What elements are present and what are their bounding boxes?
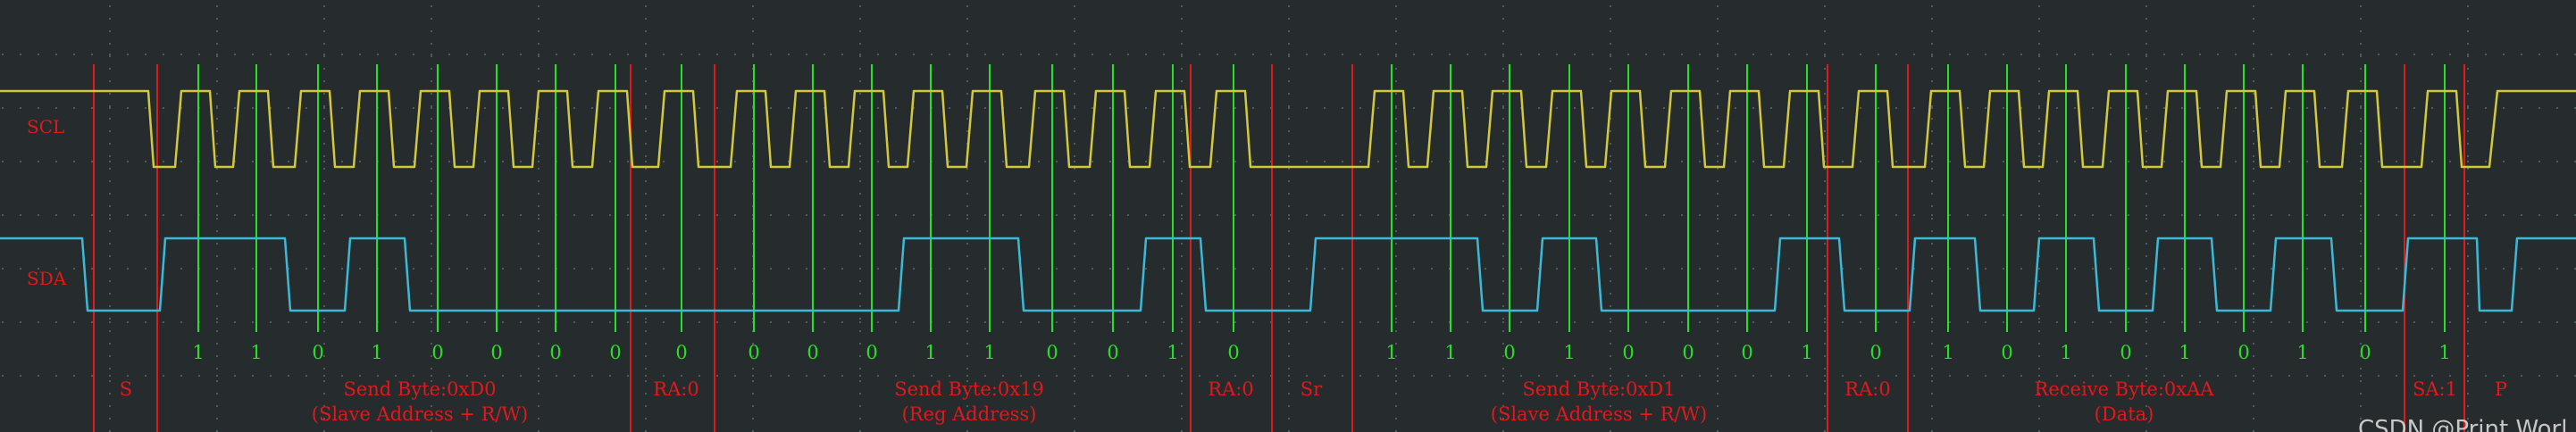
segment-title: RA:0 (1208, 378, 1254, 400)
sda-waveform (0, 237, 2576, 312)
segment-master-ack: SA:1 (2413, 377, 2457, 402)
bit-value: 0 (1046, 342, 1058, 363)
segment-title: Send Byte:0xD0 (343, 378, 497, 400)
bit-value: 1 (983, 342, 996, 363)
segment-ack-2: RA:0 (1208, 377, 1253, 402)
bit-value: 0 (748, 342, 760, 363)
bit-value: 0 (2001, 342, 2013, 363)
bit-value: 0 (2359, 342, 2371, 363)
bit-value: 0 (1869, 342, 1882, 363)
segment-start: S (120, 377, 132, 402)
segment-title: Send Byte:0xD1 (1522, 378, 1676, 400)
segment-ack-3: RA:0 (1844, 377, 1890, 402)
bit-value: 0 (431, 342, 444, 363)
bit-value: 0 (1503, 342, 1516, 363)
bit-value: 1 (924, 342, 937, 363)
segment-subtitle: (Data) (2094, 403, 2154, 425)
bit-value: 1 (1942, 342, 1954, 363)
bit-value: 0 (1622, 342, 1635, 363)
bit-value: 0 (549, 342, 562, 363)
segment-send-byte-1: Send Byte:0xD0 (Slave Address + R/W) (312, 377, 528, 427)
segment-stop: P (2495, 377, 2507, 402)
bit-value: 1 (1801, 342, 1813, 363)
bit-value: 1 (2296, 342, 2309, 363)
segment-title: S (119, 378, 133, 400)
bit-value: 1 (1167, 342, 1179, 363)
bit-value: 0 (609, 342, 622, 363)
segment-receive-byte: Receive Byte:0xAA (Data) (2035, 377, 2214, 427)
segment-send-byte-2: Send Byte:0x19 (Reg Address) (894, 377, 1044, 427)
bit-value: 0 (1107, 342, 1119, 363)
segment-title: SA:1 (2413, 378, 2457, 400)
bit-value: 1 (2438, 342, 2451, 363)
bit-value: 1 (371, 342, 383, 363)
segment-ack-1: RA:0 (653, 377, 698, 402)
scl-channel-label: SCL (27, 116, 65, 137)
sda-channel-label: SDA (27, 268, 67, 289)
segment-send-byte-3: Send Byte:0xD1 (Slave Address + R/W) (1491, 377, 1707, 427)
bit-value: 0 (490, 342, 503, 363)
bit-value: 1 (2060, 342, 2072, 363)
segment-title: Sr (1300, 378, 1323, 400)
bit-value: 1 (250, 342, 263, 363)
segment-title: RA:0 (1844, 378, 1891, 400)
segment-title: RA:0 (653, 378, 699, 400)
bit-value: 1 (1385, 342, 1398, 363)
segment-title: Send Byte:0x19 (894, 378, 1044, 400)
bit-value: 1 (192, 342, 205, 363)
bit-value: 0 (1227, 342, 1240, 363)
segment-subtitle: (Slave Address + R/W) (311, 403, 529, 425)
bit-value: 0 (312, 342, 324, 363)
bit-value: 0 (807, 342, 819, 363)
segment-subtitle: (Reg Address) (901, 403, 1037, 425)
bit-value: 0 (1741, 342, 1753, 363)
bit-value: 0 (866, 342, 878, 363)
bit-value: 0 (675, 342, 688, 363)
scl-waveform (0, 89, 2576, 169)
bit-value: 0 (2120, 342, 2132, 363)
bit-value: 1 (2179, 342, 2191, 363)
segment-title: Receive Byte:0xAA (2034, 378, 2214, 400)
bit-value: 1 (1444, 342, 1457, 363)
bit-value: 0 (1682, 342, 1694, 363)
bit-value: 0 (2237, 342, 2250, 363)
grid-dots (2, 5, 2576, 432)
bit-value: 1 (1563, 342, 1576, 363)
segment-subtitle: (Slave Address + R/W) (1490, 403, 1708, 425)
watermark-text: CSDN @Print Worl (2358, 416, 2568, 432)
segment-repeated-start: Sr (1301, 377, 1322, 402)
segment-title: P (2494, 378, 2508, 400)
